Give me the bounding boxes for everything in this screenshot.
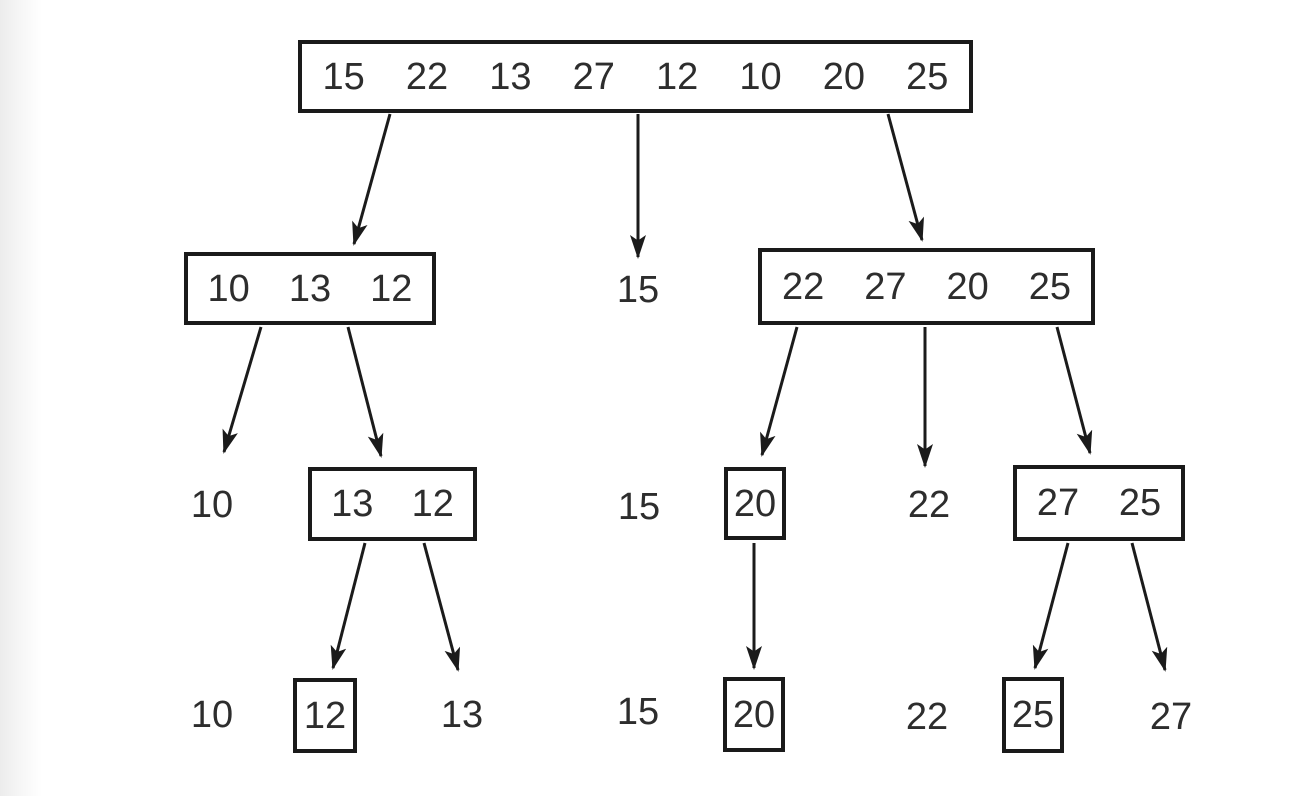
arrow-root-to-left — [352, 113, 392, 246]
node-l2-22: 22 — [907, 484, 951, 526]
array-value: 12 — [303, 694, 347, 737]
array-value: 25 — [1011, 694, 1055, 736]
node-l2-10: 10 — [190, 484, 234, 526]
array-value: 27 — [1036, 482, 1080, 524]
arrow-27-25-to-25 — [1032, 542, 1070, 670]
node-l3-10: 10 — [190, 694, 234, 736]
array-value: 12 — [370, 267, 413, 310]
node-l3-12: 12 — [293, 678, 357, 753]
array-value: 25 — [1118, 482, 1162, 524]
array-value: 15 — [322, 55, 365, 98]
array-value: 27 — [572, 55, 615, 98]
array-value: 12 — [411, 483, 454, 525]
arrow-left-to-10 — [222, 326, 263, 454]
node-l3-13: 13 — [440, 694, 484, 736]
array-value: 10 — [207, 267, 250, 310]
array-value: 27 — [864, 265, 907, 308]
arrow-root-to-right — [886, 113, 924, 242]
array-value: 22 — [405, 55, 449, 98]
arrow-left-to-13-12 — [346, 326, 384, 458]
node-l2-15: 15 — [617, 486, 661, 528]
array-value: 25 — [906, 55, 949, 98]
node-l3-15: 15 — [616, 691, 660, 733]
array-value: 13 — [489, 55, 532, 98]
array-value: 20 — [822, 55, 866, 98]
node-pivot-15: 15 — [616, 269, 660, 311]
array-value: 25 — [1028, 265, 1072, 308]
array-value: 12 — [656, 55, 699, 98]
node-l2-13-12: 13 12 — [308, 467, 477, 541]
node-root: 15 22 13 27 12 10 20 25 — [298, 40, 973, 113]
node-l3-20: 20 — [723, 677, 785, 752]
node-left-partition: 10 13 12 — [184, 252, 436, 325]
node-l3-25: 25 — [1002, 677, 1064, 753]
array-value: 20 — [732, 693, 776, 736]
arrow-right-to-20 — [760, 326, 799, 457]
node-l3-22: 22 — [905, 696, 949, 738]
arrow-13-12-to-12 — [330, 542, 367, 670]
arrow-27-25-to-27 — [1130, 542, 1168, 672]
array-value: 22 — [781, 265, 825, 308]
node-right-partition: 22 27 20 25 — [758, 248, 1095, 325]
array-value: 10 — [739, 55, 782, 98]
node-l2-27-25: 27 25 — [1013, 465, 1185, 541]
node-l2-20: 20 — [724, 467, 786, 540]
array-value: 20 — [946, 265, 989, 308]
arrow-13-12-to-13 — [422, 542, 461, 672]
array-value: 20 — [733, 482, 777, 525]
node-l3-27: 27 — [1149, 696, 1193, 738]
arrow-right-to-27-25 — [1055, 326, 1093, 455]
array-value: 13 — [288, 267, 332, 310]
array-value: 13 — [331, 483, 374, 525]
